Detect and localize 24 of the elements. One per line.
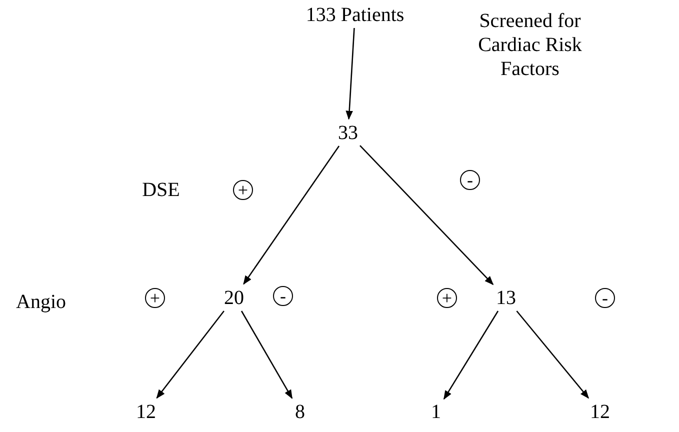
arrow — [360, 145, 494, 286]
node-text: 133 Patients — [306, 4, 404, 26]
arrow — [346, 28, 355, 120]
edge-label: + — [145, 288, 165, 308]
node-text: 12 — [590, 401, 610, 423]
node-text: 8 — [295, 401, 305, 423]
edge-label: - — [595, 288, 615, 308]
arrow — [443, 310, 499, 400]
arrow — [240, 310, 293, 399]
node-text: 1 — [431, 401, 441, 423]
arrow — [243, 146, 340, 285]
row-label: DSE — [141, 178, 181, 202]
node-text: 20 — [224, 287, 244, 309]
node-text: 13 — [496, 287, 516, 309]
note-text: Screened for Cardiac Risk Factors — [477, 9, 583, 81]
arrow — [516, 310, 590, 399]
edge-label: + — [233, 180, 253, 200]
arrow — [156, 310, 224, 399]
node-text: 12 — [136, 401, 156, 423]
row-label: Angio — [15, 290, 67, 314]
node-text: 33 — [338, 122, 358, 144]
edge-label: + — [437, 288, 457, 308]
edge-label: - — [460, 170, 480, 190]
edge-label: - — [273, 286, 293, 306]
